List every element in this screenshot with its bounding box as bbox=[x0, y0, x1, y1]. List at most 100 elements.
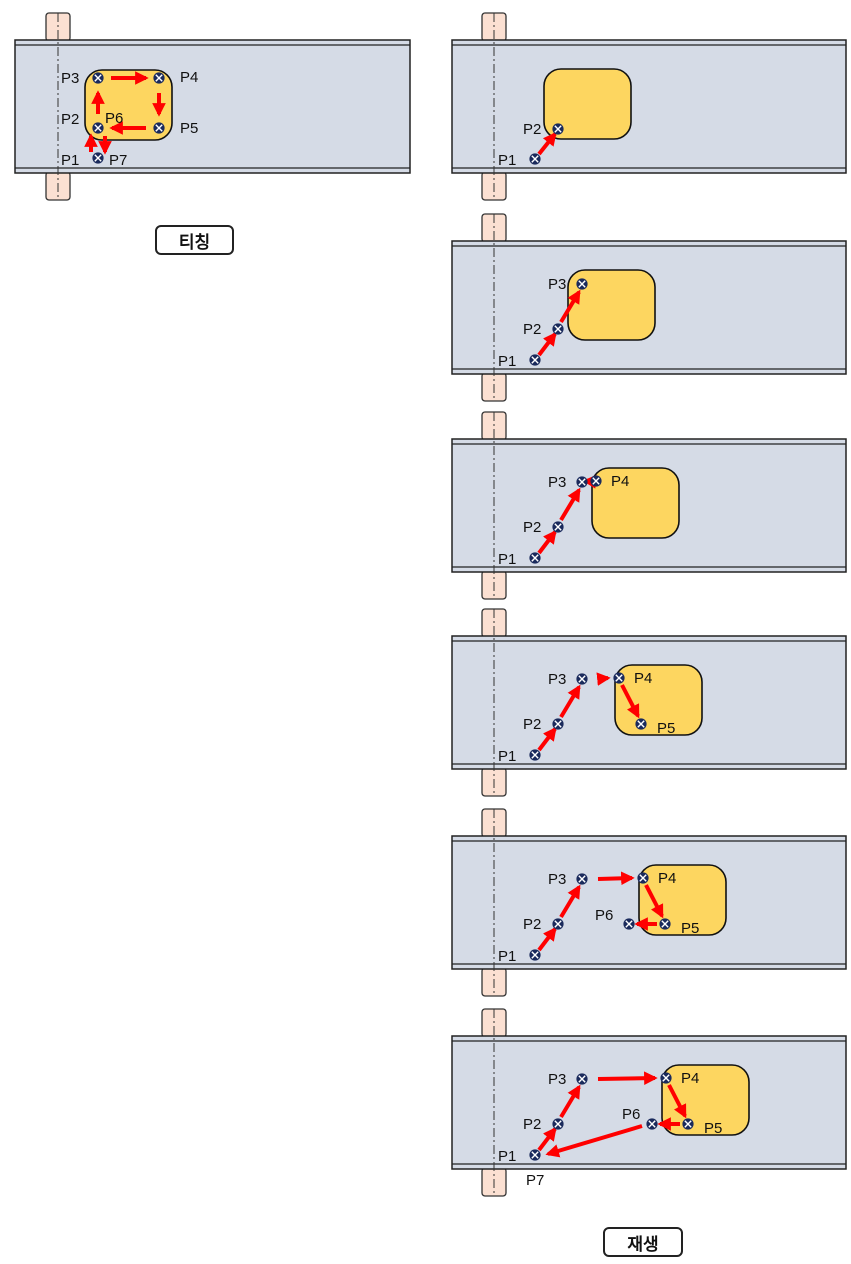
point-label: P7 bbox=[526, 1172, 544, 1189]
workpiece bbox=[567, 269, 656, 341]
workpiece bbox=[543, 68, 632, 140]
motion-arrow bbox=[644, 884, 664, 919]
point-label: P3 bbox=[548, 276, 566, 293]
teach-point-icon bbox=[660, 1072, 672, 1084]
teach-point-icon bbox=[529, 354, 541, 366]
motion-arrow bbox=[537, 926, 557, 952]
point-label: P5 bbox=[704, 1120, 722, 1137]
teach-point-icon bbox=[92, 152, 104, 164]
motion-arrow bbox=[559, 487, 581, 522]
teach-point-icon bbox=[682, 1118, 694, 1130]
motion-arrow bbox=[559, 1084, 581, 1119]
teach-point-icon bbox=[659, 918, 671, 930]
teach-point-icon bbox=[529, 153, 541, 165]
motion-arrow bbox=[597, 871, 635, 886]
point-label: P4 bbox=[180, 69, 198, 86]
teach-point-icon bbox=[529, 949, 541, 961]
motion-arrow bbox=[667, 1084, 687, 1119]
point-label: P2 bbox=[523, 121, 541, 138]
teach-point-icon bbox=[576, 1073, 588, 1085]
motion-arrow bbox=[559, 884, 581, 919]
teach-point-icon bbox=[576, 278, 588, 290]
teach-point-icon bbox=[153, 122, 165, 134]
point-label: P2 bbox=[523, 321, 541, 338]
motion-arrow bbox=[537, 131, 557, 156]
teach-point-icon bbox=[637, 872, 649, 884]
point-label: P1 bbox=[61, 152, 79, 169]
teach-point-icon bbox=[529, 749, 541, 761]
playback-panel-2: P1 P2 P3 bbox=[451, 213, 847, 402]
point-label: P3 bbox=[61, 70, 79, 87]
point-label: P3 bbox=[548, 871, 566, 888]
teach-point-icon bbox=[552, 718, 564, 730]
point-label: P2 bbox=[523, 519, 541, 536]
conveyor-belt bbox=[14, 39, 411, 174]
point-label: P3 bbox=[548, 474, 566, 491]
teach-point-icon bbox=[552, 123, 564, 135]
point-label: P3 bbox=[548, 671, 566, 688]
point-label: P6 bbox=[595, 907, 613, 924]
point-label: P1 bbox=[498, 948, 516, 965]
point-label: P4 bbox=[611, 473, 629, 490]
point-label: P4 bbox=[658, 870, 676, 887]
teach-point-icon bbox=[529, 1149, 541, 1161]
teach-point-icon bbox=[576, 476, 588, 488]
playback-panel-1: P1 P2 bbox=[451, 12, 847, 201]
motion-arrow bbox=[537, 726, 557, 752]
teach-point-icon bbox=[92, 72, 104, 84]
point-label: P2 bbox=[523, 916, 541, 933]
teach-point-icon bbox=[576, 673, 588, 685]
teach-point-icon bbox=[92, 122, 104, 134]
point-label: P1 bbox=[498, 152, 516, 169]
teach-point-icon bbox=[552, 521, 564, 533]
workpiece bbox=[84, 69, 173, 141]
teach-point-icon bbox=[576, 873, 588, 885]
point-label: P3 bbox=[548, 1071, 566, 1088]
teach-point-icon bbox=[153, 72, 165, 84]
teach-point-icon bbox=[529, 552, 541, 564]
point-label: P2 bbox=[61, 111, 79, 128]
teach-point-icon bbox=[552, 323, 564, 335]
point-label: P5 bbox=[180, 120, 198, 137]
playback-panel-3: P1 P2 P3 P4 bbox=[451, 411, 847, 600]
point-label: P4 bbox=[634, 670, 652, 687]
point-label: P5 bbox=[657, 720, 675, 737]
teaching-caption: 티칭 bbox=[155, 225, 234, 255]
point-label: P1 bbox=[498, 353, 516, 370]
motion-arrow bbox=[596, 672, 611, 686]
point-label: P4 bbox=[681, 1070, 699, 1087]
teach-point-icon bbox=[552, 1118, 564, 1130]
playback-caption: 재생 bbox=[603, 1227, 683, 1257]
motion-arrow bbox=[620, 684, 640, 719]
motion-arrow bbox=[559, 684, 581, 719]
motion-arrow bbox=[537, 529, 557, 555]
teach-point-icon bbox=[623, 918, 635, 930]
point-label: P1 bbox=[498, 551, 516, 568]
teach-point-icon bbox=[613, 672, 625, 684]
conveyor-belt bbox=[451, 39, 847, 174]
motion-arrow bbox=[597, 1071, 658, 1085]
motion-arrow bbox=[537, 331, 557, 357]
point-label: P2 bbox=[523, 716, 541, 733]
point-label: P2 bbox=[523, 1116, 541, 1133]
point-label: P1 bbox=[498, 1148, 516, 1165]
motion-arrow bbox=[537, 1126, 557, 1152]
conveyor-belt bbox=[451, 1035, 847, 1170]
motion-arrow bbox=[559, 289, 581, 324]
teach-point-icon bbox=[552, 918, 564, 930]
point-label: P6 bbox=[105, 110, 123, 127]
motion-arrow bbox=[545, 1124, 643, 1158]
point-label: P7 bbox=[109, 152, 127, 169]
teach-point-icon bbox=[635, 718, 647, 730]
point-label: P5 bbox=[681, 920, 699, 937]
point-label: P1 bbox=[498, 748, 516, 765]
point-label: P6 bbox=[622, 1106, 640, 1123]
teach-point-icon bbox=[590, 475, 602, 487]
teach-point-icon bbox=[646, 1118, 658, 1130]
workpiece bbox=[591, 467, 680, 539]
